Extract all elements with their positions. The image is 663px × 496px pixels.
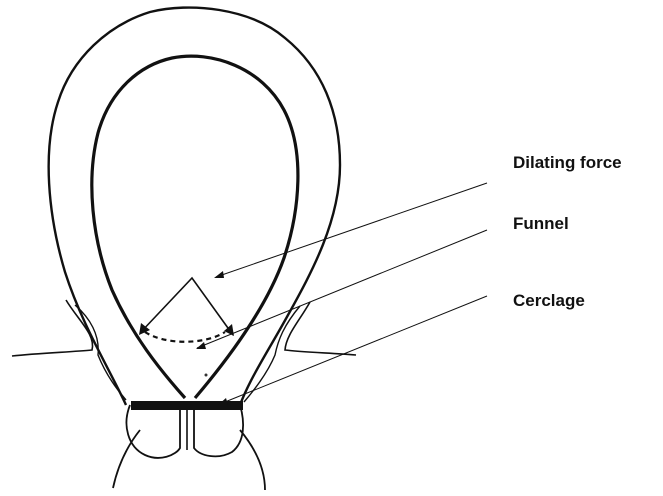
funnel-pointer <box>197 230 487 348</box>
dilating-force-pointer <box>216 183 487 277</box>
funnel-pointer-head <box>196 342 206 349</box>
lower-contour <box>113 430 140 488</box>
cervix-right-lip <box>194 405 243 456</box>
funnel-dot <box>205 374 208 377</box>
label-cerclage: Cerclage <box>513 291 585 311</box>
left-fornix <box>12 300 93 356</box>
funnel-dashed-line <box>145 332 225 342</box>
dilating-force-triangle <box>140 278 233 335</box>
cerclage-pointer <box>220 296 487 404</box>
inner-uterine-wall <box>92 56 298 398</box>
dilating-force-pointer-head <box>214 271 224 278</box>
cervix-left-lip <box>126 405 180 458</box>
label-funnel: Funnel <box>513 214 569 234</box>
label-dilating-force: Dilating force <box>513 153 622 173</box>
lower-contour-right <box>240 430 265 490</box>
right-fornix <box>285 302 356 355</box>
